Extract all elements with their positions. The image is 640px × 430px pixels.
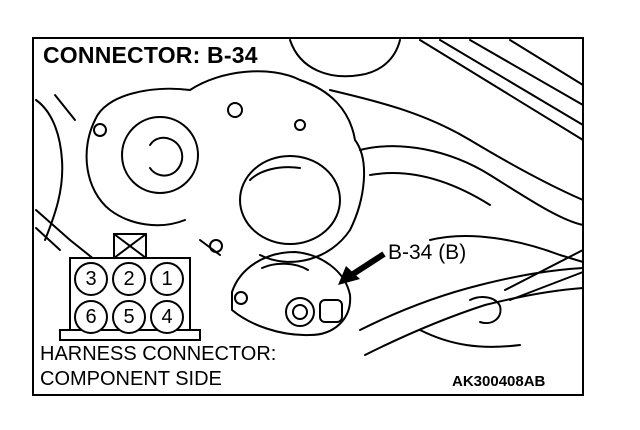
- pin-1: 1: [150, 262, 184, 296]
- harness-label-line1: HARNESS CONNECTOR:: [40, 343, 277, 365]
- pin-4: 4: [150, 300, 184, 334]
- figure-frame: [32, 37, 584, 396]
- pin-2: 2: [112, 262, 146, 296]
- callout-arrow: [348, 251, 386, 279]
- connector-callout-label: B-34 (B): [388, 241, 467, 264]
- harness-label-line2: COMPONENT SIDE: [40, 368, 222, 390]
- connector-title: CONNECTOR: B-34: [43, 42, 258, 68]
- pin-6: 6: [74, 300, 108, 334]
- callout-arrowhead: [338, 266, 360, 285]
- engine-line-art: [35, 39, 584, 356]
- pin-3: 3: [74, 262, 108, 296]
- pin-5: 5: [112, 300, 146, 334]
- figure-code: AK300408AB: [452, 373, 546, 390]
